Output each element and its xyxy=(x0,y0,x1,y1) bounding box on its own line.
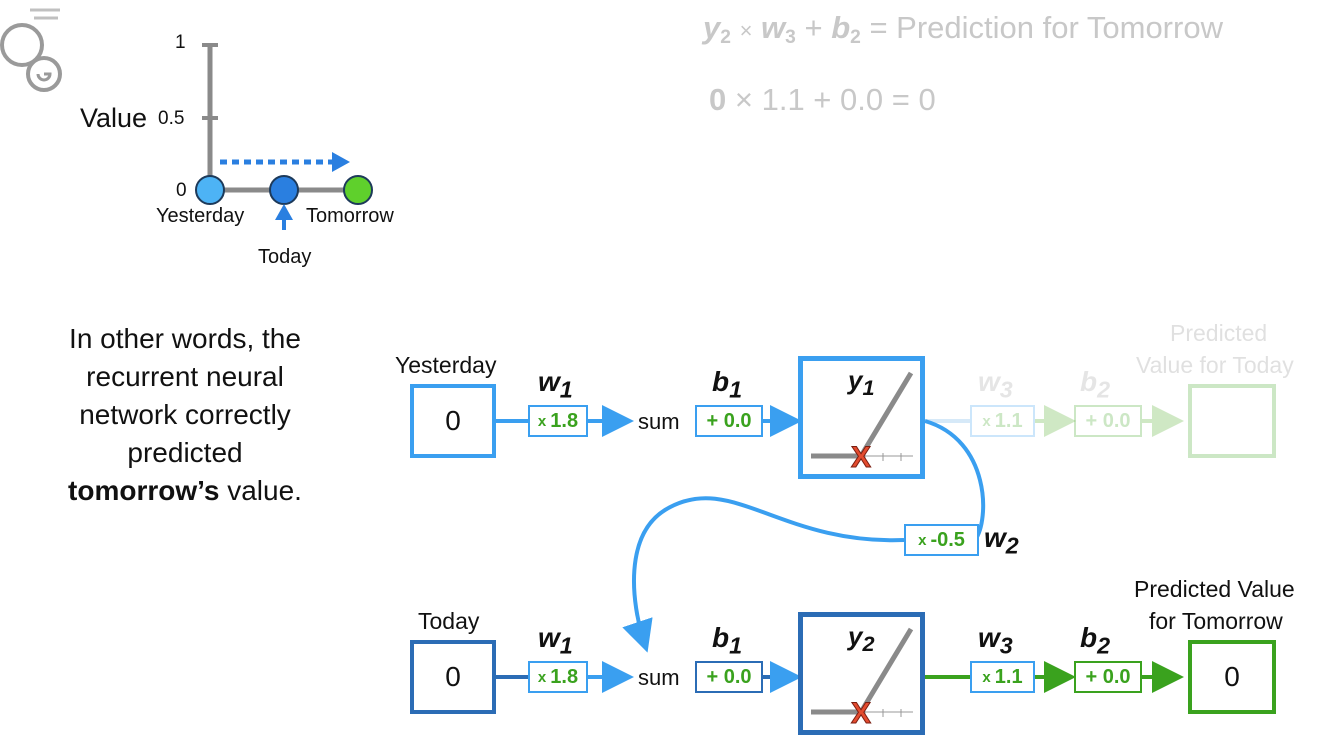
top-input-node: 0 xyxy=(410,384,496,458)
y-axis-label: Value xyxy=(80,103,148,133)
svg-text:X: X xyxy=(851,697,871,730)
bottom-b2-label: b2 xyxy=(1080,622,1111,659)
top-b2-bias-box: + 0.0 xyxy=(1074,405,1142,437)
bottom-output-label-1: Predicted Value xyxy=(1134,576,1295,602)
top-output-node xyxy=(1188,384,1276,458)
bottom-activation-node: y2 X xyxy=(798,612,925,735)
point-tomorrow xyxy=(343,175,373,205)
feedback-w2-label: w2 xyxy=(984,522,1019,559)
bottom-sum-label: sum xyxy=(638,665,680,690)
bottom-b2-bias-box: + 0.0 xyxy=(1074,661,1142,693)
equation-line-1: y2 × w3 + b2 = Prediction for Tomorrow xyxy=(703,10,1223,48)
x-label-today: Today xyxy=(258,246,312,268)
top-w1-label: w1 xyxy=(538,366,573,403)
y-tick-label-05: 0.5 xyxy=(158,108,185,129)
bottom-w3-label: w3 xyxy=(978,622,1013,659)
equation-line-2: 0 × 1.1 + 0.0 = 0 xyxy=(709,82,936,117)
y-tick-label-0: 0 xyxy=(176,180,187,201)
top-b2-label: b2 xyxy=(1080,366,1111,403)
top-activation-node: y1 X xyxy=(798,356,925,479)
mini-chart xyxy=(195,43,373,230)
y-tick-label-1: 1 xyxy=(175,32,186,53)
top-activation-label: y1 xyxy=(848,365,875,401)
top-b1-label: b1 xyxy=(712,366,743,403)
svg-text:X: X xyxy=(851,441,871,474)
edge-feedback-upper xyxy=(924,419,986,542)
x-label-tomorrow: Tomorrow xyxy=(306,205,394,227)
bottom-activation-label: y2 xyxy=(848,621,875,657)
top-output-label-1: Predicted xyxy=(1170,320,1268,346)
time-arrow-head xyxy=(332,152,350,172)
bottom-b1-bias-box: + 0.0 xyxy=(695,661,763,693)
relu-curve-icon: X xyxy=(811,371,914,474)
top-output-label-2: Value for Today xyxy=(1136,352,1294,378)
bottom-w1-label: w1 xyxy=(538,622,573,659)
top-w3-label: w3 xyxy=(978,366,1013,403)
bottom-input-label: Today xyxy=(418,608,480,634)
bottom-input-node: 0 xyxy=(410,640,496,714)
logo-icon xyxy=(0,8,62,92)
caption-text: In other words, the recurrent neural net… xyxy=(68,323,302,506)
edge-feedback-lower xyxy=(622,496,905,653)
feedback-w2-weight-box: x-0.5 xyxy=(904,524,979,556)
bottom-output-node: 0 xyxy=(1188,640,1276,714)
top-sum-label: sum xyxy=(638,409,680,434)
top-b1-bias-box: + 0.0 xyxy=(695,405,763,437)
bottom-b1-label: b1 xyxy=(712,622,743,659)
top-input-label: Yesterday xyxy=(395,352,497,378)
relu-curve-icon: X xyxy=(811,627,914,730)
bottom-output-label-2: for Tomorrow xyxy=(1149,608,1283,634)
x-label-yesterday: Yesterday xyxy=(156,205,245,227)
point-yesterday xyxy=(195,175,225,205)
